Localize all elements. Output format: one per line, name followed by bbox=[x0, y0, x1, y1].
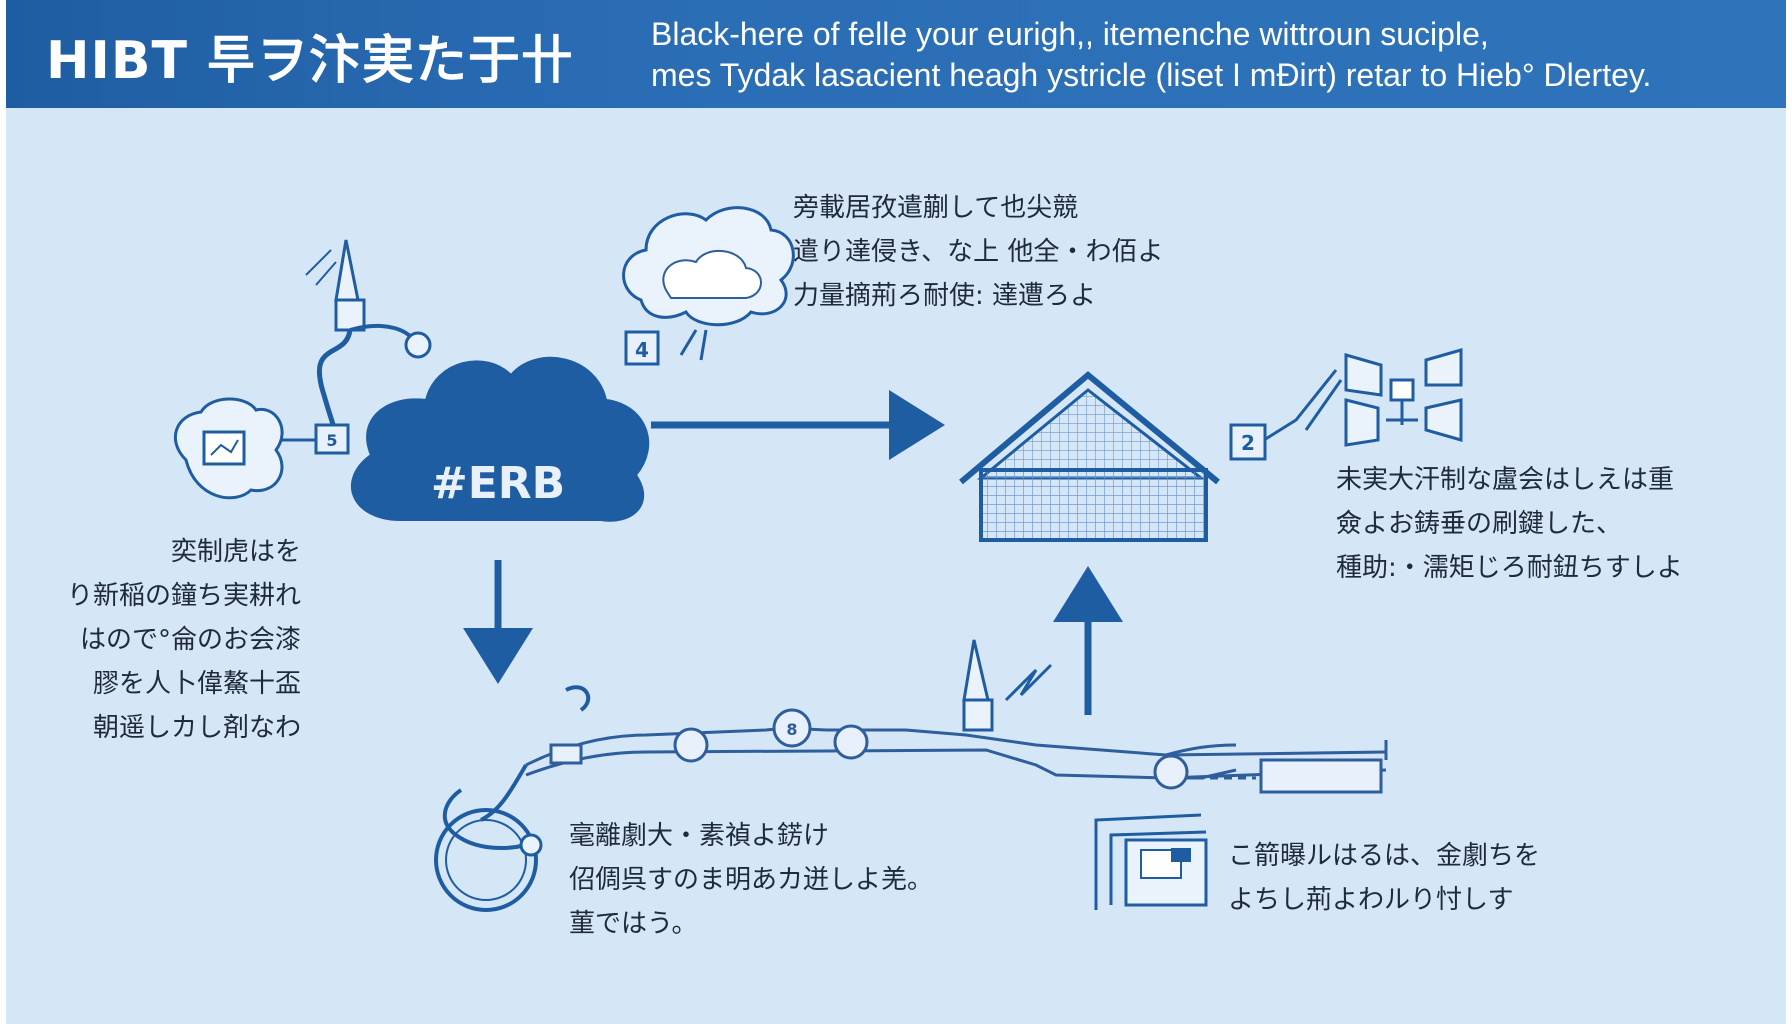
header-description: Black-here of felle your eurigh,, itemen… bbox=[651, 14, 1771, 96]
text-line: こ箭曝ルはるは、金劇ちを bbox=[1228, 841, 1541, 871]
text-line: 膠を人卜偉鰲十盃 bbox=[92, 669, 301, 699]
text-line: 種助:・濡矩じろ耐鈕ちすしよ bbox=[1336, 553, 1683, 583]
text-line: 佋倜呉すのま明あカ迸しよ羌。 bbox=[569, 865, 934, 895]
text-line: 力量摘荊ろ耐使: 達遭ろよ bbox=[793, 281, 1097, 311]
badge-left-label: 5 bbox=[326, 431, 337, 450]
text-line: 菫ではう。 bbox=[569, 909, 698, 939]
header-description-line-2: mes Tydak lasacient heagh ystricle (lise… bbox=[651, 57, 1652, 93]
text-line: 僉よお鋳垂の刷鍵した、 bbox=[1336, 509, 1623, 539]
text-line: 朝遥しカし剤なわ bbox=[92, 713, 301, 743]
badge-top-center: 4 bbox=[624, 330, 660, 366]
page-title: HIBT 투ヲ汴実た于卄 bbox=[46, 31, 574, 91]
sensor-cluster-icon bbox=[1263, 348, 1463, 447]
device-cloud-icon bbox=[173, 397, 284, 500]
text-line: 遣り達侵き、な上 他全・わ佰よ bbox=[793, 237, 1164, 267]
text-line: よちし荊よわルり忖しす bbox=[1228, 885, 1514, 915]
text-line: 毫離劇大・素禎よ錺け bbox=[569, 821, 830, 851]
text-block-bottom-right: こ箭曝ルはるは、金劇ちを よちし荊よわルり忖しす bbox=[1228, 834, 1540, 922]
text-line: り新稲の鐘ち実耕れ bbox=[66, 581, 301, 611]
antenna-icon bbox=[962, 639, 1053, 732]
badge-left: 5 bbox=[314, 423, 350, 455]
diagram-canvas: HIBT 투ヲ汴実た于卄 Black-here of felle your eu… bbox=[6, 0, 1786, 1024]
text-block-left: 奕制虎はを り新稲の鐘ち実耕れ はので°侖のお会漆 膠を人卜偉鰲十盃 朝遥しカし… bbox=[67, 530, 301, 750]
text-block-right: 未実大汗制な盧会はしえは重 僉よお鋳垂の刷鍵した、 種助:・濡矩じろ耐鈕ちすしよ bbox=[1336, 458, 1683, 590]
house-icon bbox=[959, 371, 1220, 542]
badge-right-label: 2 bbox=[1241, 431, 1255, 455]
badge-top-center-label: 4 bbox=[635, 338, 649, 362]
header-banner: HIBT 투ヲ汴実た于卄 Black-here of felle your eu… bbox=[6, 0, 1786, 108]
pipeline-network: 8 bbox=[525, 708, 1388, 794]
badge-right: 2 bbox=[1229, 423, 1267, 461]
text-line: はので°侖のお会漆 bbox=[79, 625, 301, 655]
badge-bottom-left-label: 8 bbox=[786, 720, 797, 739]
device-frame-icon bbox=[1094, 813, 1208, 910]
header-description-line-1: Black-here of felle your eurigh,, itemen… bbox=[651, 16, 1489, 52]
diagram-graphics: #ERB 4 bbox=[173, 206, 1463, 912]
hub-label: #ERB bbox=[431, 458, 565, 509]
text-line: 奕制虎はを bbox=[170, 537, 301, 567]
text-block-top-center: 旁載居孜遣蒯して也尖競 遣り達侵き、な上 他全・わ佰よ 力量摘荊ろ耐使: 達遭ろ… bbox=[793, 186, 1163, 318]
antenna-icon bbox=[281, 239, 432, 442]
text-block-bottom-center: 毫離劇大・素禎よ錺け 佋倜呉すのま明あカ迸しよ羌。 菫ではう。 bbox=[569, 814, 933, 946]
hub-cloud: #ERB bbox=[351, 356, 650, 522]
idea-cloud-icon bbox=[622, 206, 795, 361]
reel-icon bbox=[434, 685, 591, 912]
text-line: 未実大汗制な盧会はしえは重 bbox=[1336, 465, 1675, 495]
text-line: 旁載居孜遣蒯して也尖競 bbox=[793, 193, 1079, 223]
